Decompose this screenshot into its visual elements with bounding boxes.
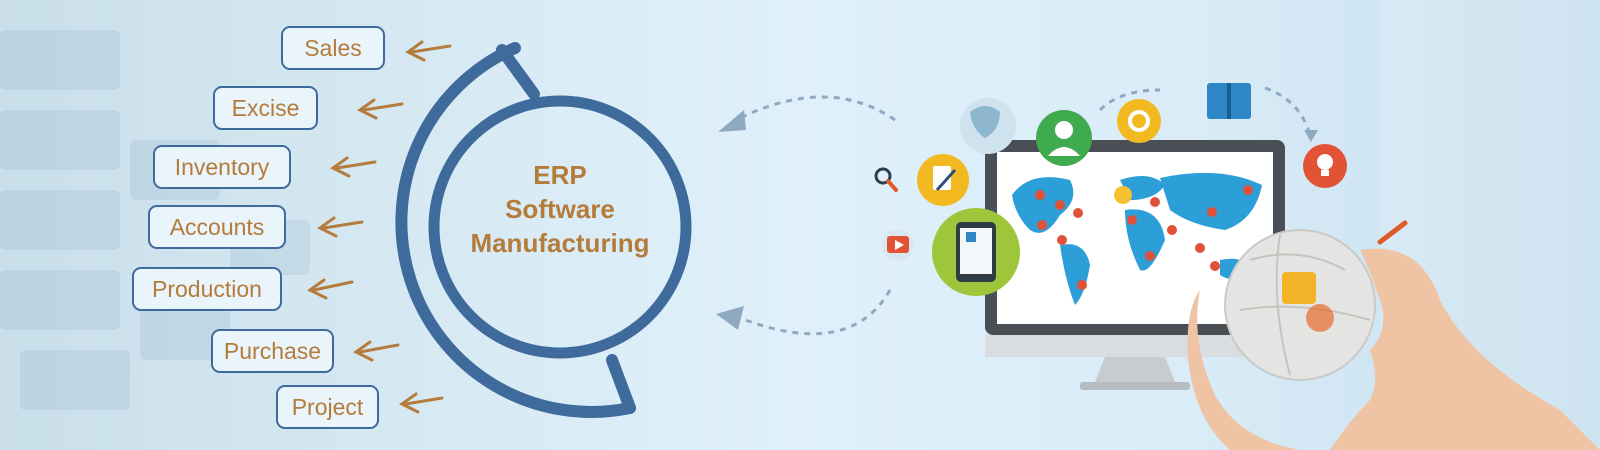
notepad-icon — [917, 154, 969, 206]
center-title-line3: Manufacturing — [470, 228, 650, 258]
hand-right — [1330, 248, 1600, 450]
arrow-head-top-icon — [718, 110, 746, 132]
arrow-accounts-icon — [317, 216, 364, 238]
book-icon — [1207, 83, 1251, 119]
center-title-line1: ERP — [533, 160, 587, 190]
module-sales[interactable]: Sales — [281, 26, 385, 70]
tablet-icon — [932, 208, 1020, 296]
puzzle-globe-icon — [1224, 229, 1376, 381]
arrow-excise-icon — [357, 98, 404, 120]
center-title: ERP Software Manufacturing — [450, 158, 670, 260]
module-sales-label: Sales — [304, 34, 362, 61]
module-inventory[interactable]: Inventory — [153, 145, 291, 189]
person-icon — [1036, 110, 1092, 166]
module-project[interactable]: Project — [276, 385, 379, 429]
arrow-inventory-icon — [330, 156, 377, 178]
arrow-production-icon — [307, 278, 354, 300]
module-inventory-label: Inventory — [174, 153, 270, 180]
arrow-project-icon — [399, 392, 444, 414]
location-pin-icon — [1114, 186, 1132, 204]
arrow-sales-icon — [405, 40, 452, 62]
hand-left — [1187, 290, 1300, 450]
module-accounts-label: Accounts — [169, 213, 265, 240]
module-production[interactable]: Production — [132, 267, 282, 311]
module-project-label: Project — [291, 393, 364, 420]
module-excise[interactable]: Excise — [213, 86, 318, 130]
gear-icon — [1117, 99, 1161, 143]
play-icon — [882, 229, 914, 261]
search-icon — [874, 167, 898, 192]
globe-icon — [960, 98, 1016, 154]
arrow-head-bulb-icon — [1304, 130, 1318, 142]
module-accounts[interactable]: Accounts — [148, 205, 286, 249]
center-title-line2: Software — [505, 194, 615, 224]
module-purchase[interactable]: Purchase — [211, 329, 334, 373]
lightbulb-icon — [1303, 144, 1347, 188]
arrow-head-bottom-icon — [716, 306, 744, 330]
module-purchase-label: Purchase — [223, 337, 322, 364]
module-production-label: Production — [152, 275, 262, 302]
pen-icon — [1377, 220, 1408, 245]
module-excise-label: Excise — [231, 94, 300, 121]
arrow-purchase-icon — [353, 340, 400, 362]
